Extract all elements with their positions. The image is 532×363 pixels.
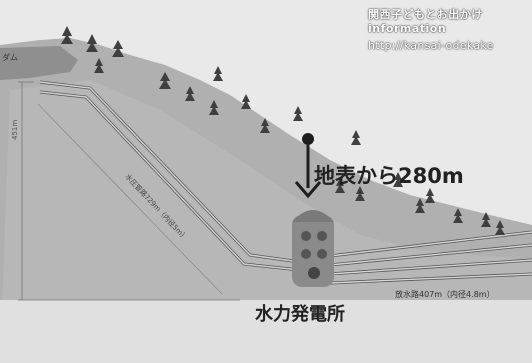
height-label: 451m [11, 119, 19, 140]
dam-label: ダム [2, 53, 18, 62]
watermark-url: http://kansai-odekake [368, 39, 494, 52]
tailrace-tunnels-inner [329, 231, 532, 284]
penstock-dimension [37, 103, 223, 295]
surface-marker [302, 133, 314, 145]
lower-ground [0, 300, 532, 363]
watermark: 関西子どもとお出かけ information http://kansai-ode… [368, 6, 528, 52]
penstock-pipes-inner [39, 81, 301, 271]
depth-label: 地表から280m [314, 164, 464, 188]
watermark-title: 関西子どもとお出かけ information [368, 8, 483, 35]
depth-arrow-head [294, 181, 322, 199]
trees [61, 26, 505, 235]
reservoir [0, 46, 78, 80]
power-station [292, 210, 334, 287]
mountain-shading [0, 80, 532, 363]
power-plant-label: 水力発電所 [255, 304, 345, 325]
height-dimension [18, 81, 240, 301]
tailrace-label: 放水路407m（内径4.8m） [395, 290, 495, 299]
